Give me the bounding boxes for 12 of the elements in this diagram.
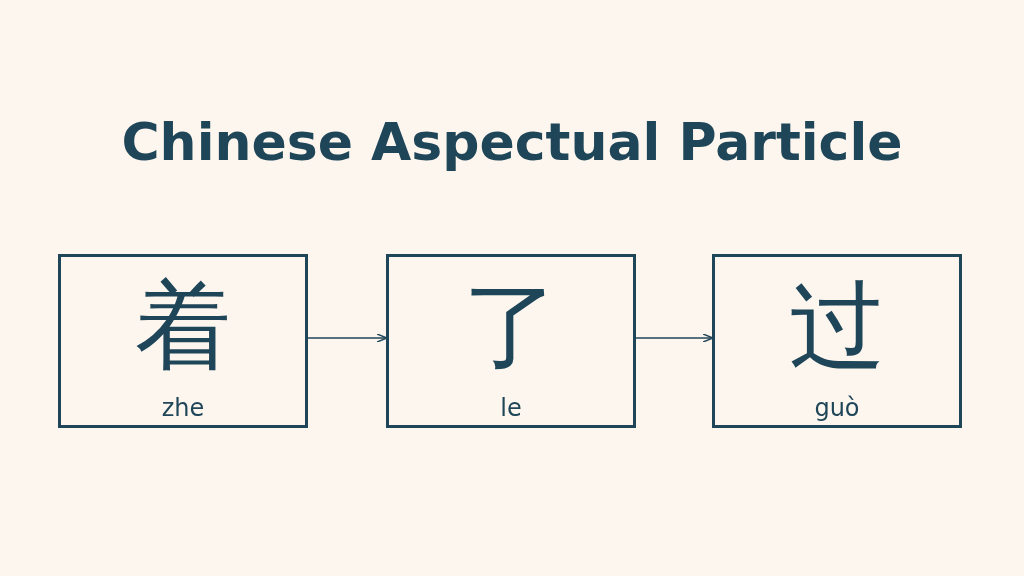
chinese-character: 着 [134, 271, 232, 381]
title: Chinese Aspectual Particle [120, 112, 904, 172]
pinyin: zhe [160, 393, 206, 423]
chinese-character: 过 [788, 271, 886, 381]
character-box [386, 254, 636, 428]
pinyin: guò [813, 393, 861, 423]
pinyin: le [499, 393, 523, 423]
chinese-character: 了 [462, 271, 560, 381]
arrow [307, 333, 388, 343]
arrow [635, 333, 714, 343]
character-box [712, 254, 962, 428]
character-box [58, 254, 308, 428]
